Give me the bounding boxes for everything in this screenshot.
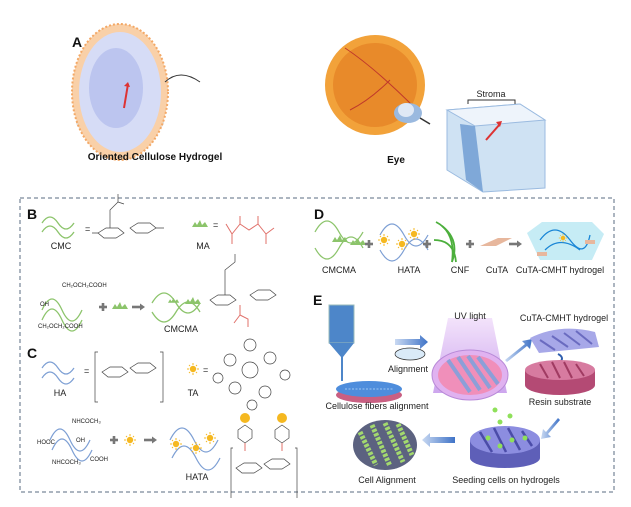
cmcma-icon [314, 220, 366, 260]
panel-label-c: C [27, 345, 37, 361]
arrow-icon [422, 433, 455, 447]
equals-sign: = [85, 224, 90, 234]
cuta-icon [480, 238, 512, 246]
cmc-structure [92, 194, 164, 239]
nhcoch3-label: NHCOCH₃ [52, 460, 81, 466]
plus-icon [466, 240, 474, 248]
arrow-icon [509, 240, 522, 248]
cmc-chain-icon [41, 216, 75, 239]
cmcma-chain-icon [151, 292, 201, 323]
hydrogel-label: Oriented Cellulose Hydrogel [88, 152, 223, 163]
seeding-label: Seeding cells on hydrogels [452, 475, 560, 485]
plus-icon [110, 436, 118, 444]
eye-illustration [325, 35, 431, 135]
ta-label: TA [188, 388, 199, 398]
hydrogel-film-illustration [530, 328, 599, 353]
ma-label: MA [196, 241, 210, 251]
cuta-cmht-e-label: CuTA-CMHT hydrogel [520, 313, 608, 323]
group-bottom-label: CH₂OCH₂COOH [38, 324, 83, 330]
group-top-label: CH₂OCH₂COOH [62, 283, 107, 289]
cooh-label: COOH [90, 457, 108, 463]
panel-label-a: A [72, 34, 82, 50]
oh-label: OH [76, 438, 85, 444]
oh-label: OH [40, 302, 49, 308]
ta-structure [212, 338, 291, 411]
cuta-label: CuTA [486, 265, 508, 275]
cellulose-alignment-label: Cellulose fibers alignment [325, 401, 429, 411]
ha-structure [94, 351, 164, 403]
arrow-icon [505, 339, 532, 362]
dashed-frame [19, 197, 615, 493]
cnf-icon [433, 221, 457, 263]
panel-label-e: E [313, 292, 322, 308]
hata-icon [377, 223, 429, 262]
ta-icon [186, 362, 200, 376]
ma-structure [225, 216, 275, 244]
ma-icon [112, 302, 128, 309]
cmc-label: CMC [51, 241, 72, 251]
arrow-icon [132, 303, 145, 311]
cmcma-label: CMCMA [164, 324, 198, 334]
seeding-cells-illustration [470, 407, 540, 468]
nhcoch3-label: NHCOCH₃ [72, 419, 101, 425]
cnf-label: CNF [451, 265, 470, 275]
resin-label: Resin substrate [529, 397, 592, 407]
equals-sign: = [84, 366, 89, 376]
hata-d-label: HATA [398, 265, 421, 275]
hata-structure [230, 413, 298, 498]
uv-crosslinking-dish [431, 349, 509, 401]
equals-sign: = [203, 365, 208, 375]
alignment-icon [394, 347, 426, 361]
cell-alignment-label: Cell Alignment [358, 475, 416, 485]
ta-icon [123, 433, 137, 447]
ha-chain-icon [41, 361, 75, 385]
alignment-label: Alignment [388, 364, 429, 374]
arrow-icon [144, 436, 157, 444]
resin-substrate-illustration [525, 360, 595, 395]
hooc-label: HOOC [37, 440, 56, 446]
ha-reactant [49, 428, 93, 462]
plus-icon [365, 240, 373, 248]
cmc-reactant [41, 298, 83, 332]
syringe-nozzle-illustration [328, 304, 402, 403]
oriented-hydrogel-illustration [71, 23, 169, 161]
cuta-cmht-hydrogel-icon [527, 222, 604, 260]
uv-light-label: UV light [454, 311, 486, 321]
stroma-block-illustration [445, 99, 547, 193]
stroma-label: Stroma [476, 89, 505, 99]
panel-label-b: B [27, 206, 37, 222]
cell-alignment-illustration [353, 420, 417, 470]
ha-label: HA [54, 388, 67, 398]
hata-label: HATA [186, 472, 209, 482]
plus-icon [99, 303, 107, 311]
cuta-cmht-label: CuTA-CMHT hydrogel [516, 265, 604, 275]
hata-chain-icon [169, 427, 221, 471]
arrow-icon [541, 418, 560, 439]
cmcma-d-label: CMCMA [322, 265, 356, 275]
ma-icon [192, 220, 208, 227]
panel-label-d: D [314, 206, 324, 222]
equals-sign: = [213, 220, 218, 230]
eye-label: Eye [387, 155, 405, 166]
cmcma-structure [209, 254, 277, 327]
curved-arrow-icon [164, 74, 201, 83]
arrow-icon [395, 335, 428, 349]
